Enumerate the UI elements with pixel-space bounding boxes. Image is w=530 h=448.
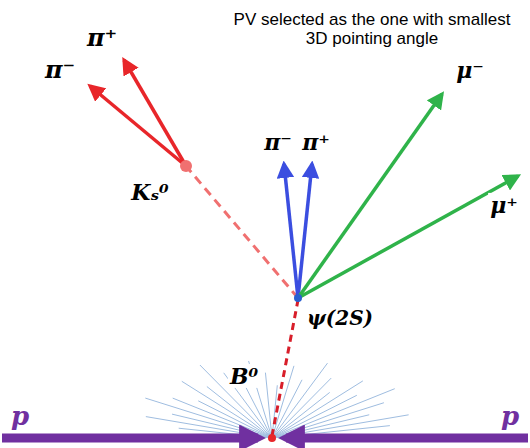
particle-label: ψ(2S): [305, 307, 375, 329]
kshort-flight: [186, 166, 298, 298]
pion-track: [298, 164, 312, 298]
primary-vertex: [268, 434, 276, 442]
beam-label: p: [9, 402, 31, 431]
selection-note: PV selected as the one with smallest 3D …: [220, 11, 524, 48]
beam-label: p: [499, 402, 521, 431]
muon-track: [298, 94, 442, 298]
proton-beam: [286, 434, 528, 443]
particle-label: μ⁺: [488, 193, 520, 217]
pile-up-track: [272, 403, 384, 438]
b-meson-flight: [272, 300, 298, 436]
pile-up-track: [272, 389, 395, 438]
pile-up-track: [265, 373, 272, 438]
pile-up-track: [145, 398, 272, 438]
psi-vertex: [294, 294, 302, 302]
pion-track: [90, 86, 186, 166]
particle-label: Kₛ⁰: [129, 180, 170, 204]
particle-label: π⁻: [262, 130, 294, 154]
particle-label: B⁰: [228, 364, 260, 388]
proton-beam: [2, 434, 258, 443]
pile-up-track: [182, 381, 272, 438]
pion-track: [284, 164, 298, 298]
pile-up-track: [272, 395, 357, 438]
pion-track: [124, 60, 186, 166]
particle-label: π⁺: [300, 130, 332, 154]
pile-up-tracks: [145, 361, 408, 438]
pile-up-track: [198, 401, 272, 438]
particle-label: π⁺: [85, 25, 119, 51]
particle-label: π⁻: [43, 57, 77, 83]
kshort-vertex: [180, 160, 192, 172]
particle-label: μ⁻: [454, 58, 486, 82]
muon-track: [298, 176, 518, 298]
